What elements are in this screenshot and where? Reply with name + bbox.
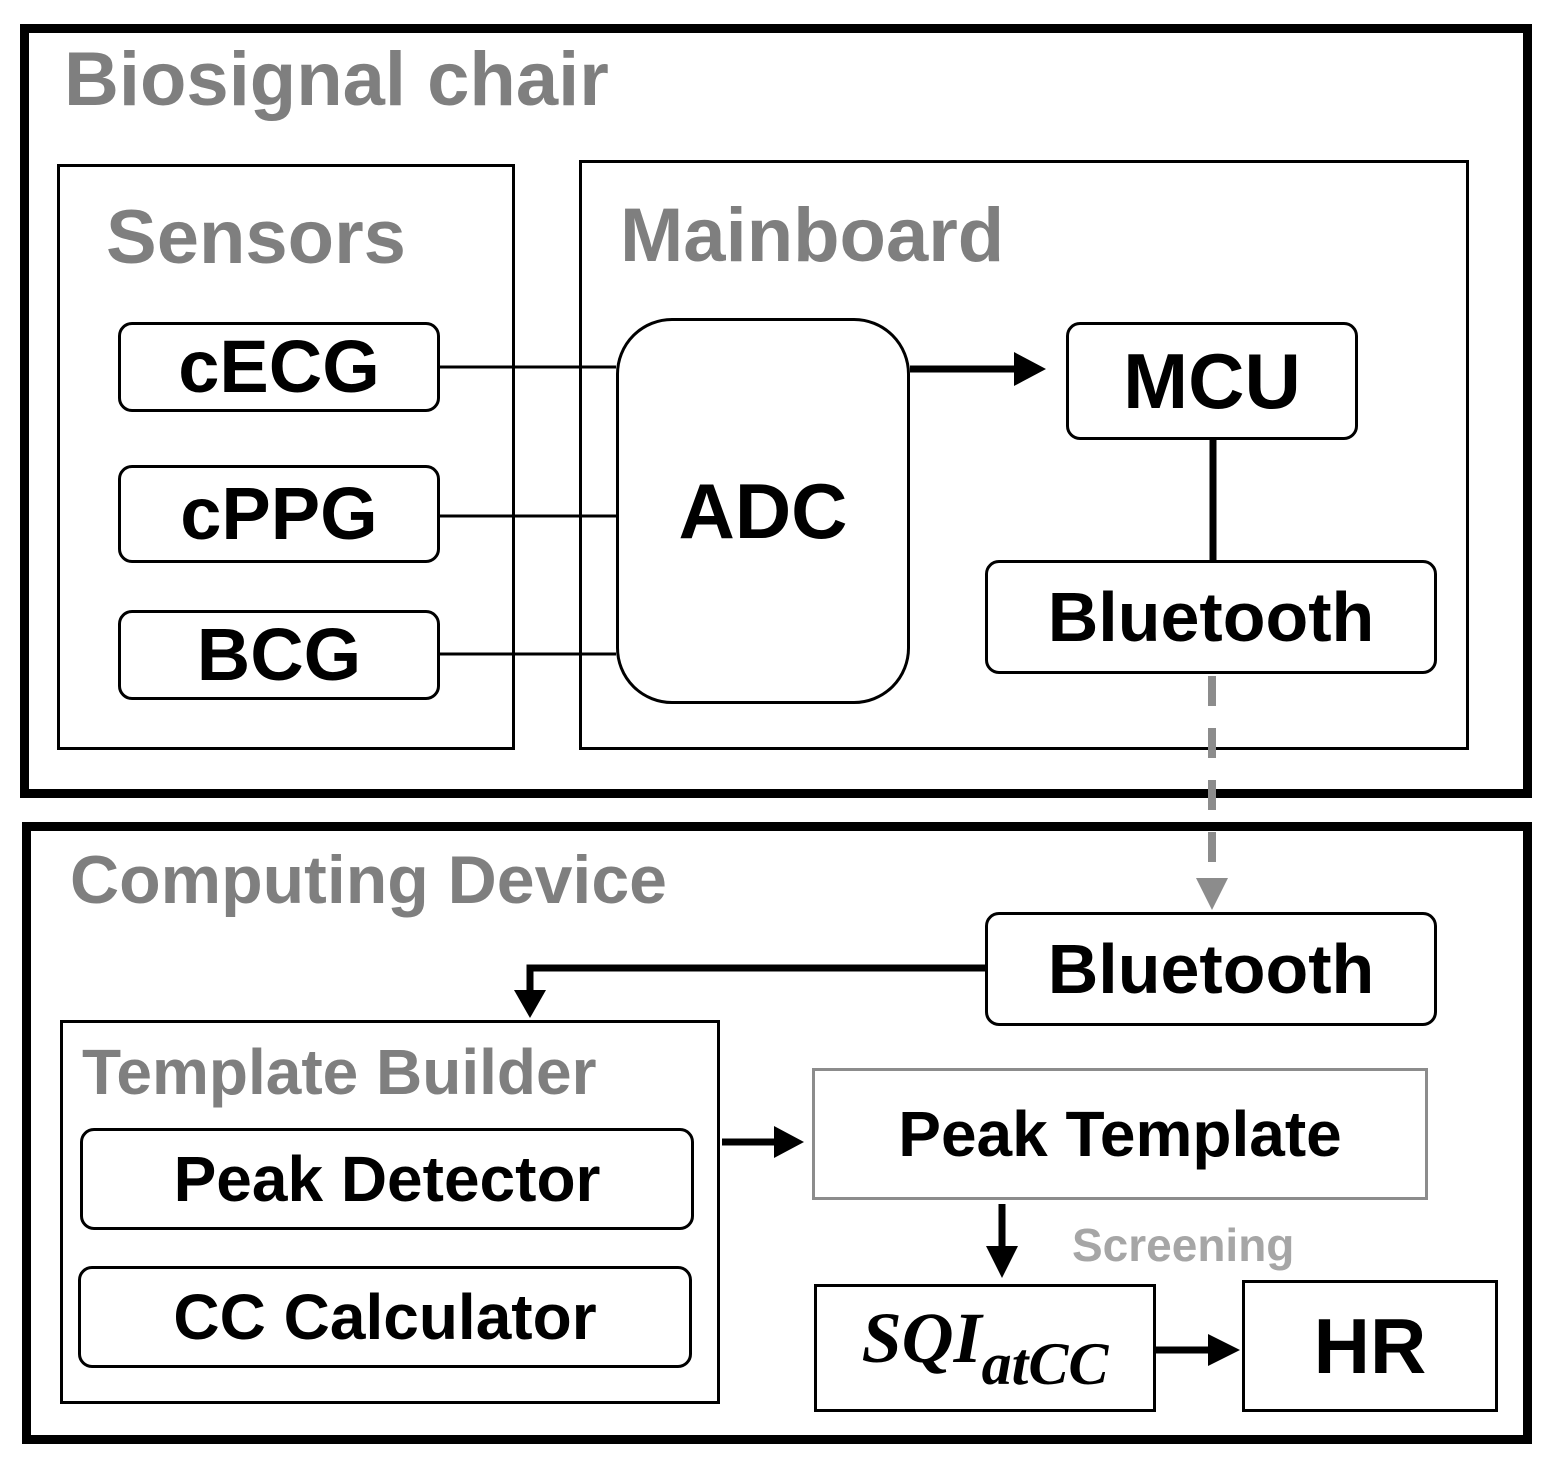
cc-calculator-label: CC Calculator [173, 1281, 597, 1353]
cc-calculator-block: CC Calculator [78, 1266, 692, 1368]
mainboard-title: Mainboard [620, 193, 1005, 278]
computing-device-title: Computing Device [70, 842, 667, 918]
sensor-cecg: cECG [118, 322, 440, 412]
peak-template-label: Peak Template [898, 1098, 1342, 1170]
sensor-cecg-label: cECG [178, 325, 380, 408]
device-bluetooth-label: Bluetooth [1047, 930, 1375, 1008]
peak-template-block: Peak Template [812, 1068, 1428, 1200]
template-builder-title: Template Builder [82, 1036, 597, 1108]
sqi-label: SQIatCC [862, 1302, 1109, 1394]
mcu-label: MCU [1123, 337, 1301, 425]
chair-bluetooth-block: Bluetooth [985, 560, 1437, 674]
sqi-block: SQIatCC [814, 1284, 1156, 1412]
sensor-bcg: BCG [118, 610, 440, 700]
sqi-subscript: atCC [981, 1331, 1109, 1397]
biosignal-chair-frame [20, 24, 1532, 798]
sensors-title: Sensors [106, 195, 406, 280]
mcu-block: MCU [1066, 322, 1358, 440]
sqi-to-hr-arrow [1156, 1334, 1240, 1366]
bluetooth-to-template-builder-arrow [514, 964, 985, 1018]
template-builder-to-peak-template-arrow [722, 1126, 804, 1158]
hr-label: HR [1313, 1302, 1427, 1390]
computing-device-frame [22, 822, 1532, 1444]
device-bluetooth-block: Bluetooth [985, 912, 1437, 1026]
adc-block: ADC [616, 318, 910, 704]
template-builder-group [60, 1020, 720, 1404]
hr-block: HR [1242, 1280, 1498, 1412]
wireless-link-arrow [1196, 676, 1228, 910]
mainboard-group [579, 160, 1469, 750]
adc-label: ADC [678, 467, 848, 555]
sqi-main: SQI [861, 1298, 982, 1378]
biosignal-chair-title: Biosignal chair [64, 37, 609, 122]
sensor-cppg: cPPG [118, 465, 440, 563]
screening-label: Screening [1072, 1219, 1295, 1271]
sensor-bcg-label: BCG [196, 613, 362, 696]
chair-bluetooth-label: Bluetooth [1047, 578, 1375, 656]
peak-detector-label: Peak Detector [173, 1143, 601, 1215]
peak-detector-block: Peak Detector [80, 1128, 694, 1230]
sensors-group [57, 164, 515, 750]
adc-to-mcu-arrow [910, 352, 1046, 386]
peak-template-to-sqi-arrow [986, 1204, 1018, 1278]
sensor-cppg-label: cPPG [180, 472, 378, 555]
